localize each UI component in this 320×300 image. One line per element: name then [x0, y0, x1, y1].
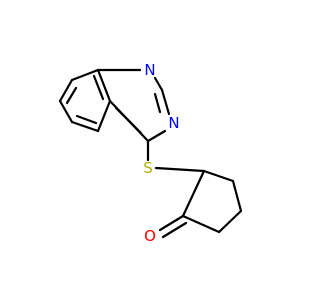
bond-c5-c4a — [96, 99, 112, 133]
bond-c5r-c1 — [181, 169, 206, 218]
bond-n3-c4 — [146, 129, 167, 143]
bond-c1-c2r — [202, 169, 235, 183]
atom-labels: N N S O — [143, 61, 179, 245]
bond-c4a-c8a-inner — [92, 74, 105, 101]
bonds — [58, 68, 243, 239]
bond-c4r-c5r — [181, 214, 221, 234]
bond-c7-c6 — [58, 99, 74, 124]
bond-c8-c7 — [58, 78, 74, 103]
bond-c2r-c3r — [231, 179, 243, 213]
nitrogen-3-label: N — [168, 114, 179, 132]
nitrogen-1-label: N — [144, 61, 155, 79]
bond-n1-c2 — [153, 76, 164, 92]
bond-c8a-c8 — [70, 68, 100, 82]
bond-c5r-o-second — [161, 221, 188, 239]
sulfur-label: S — [143, 159, 153, 177]
bond-c5r-o — [158, 214, 185, 232]
oxygen-label: O — [144, 227, 156, 245]
bond-c6-c5 — [70, 120, 100, 133]
bond-s-c1 — [154, 166, 206, 173]
bond-c2-n3-inner — [153, 92, 162, 114]
bond-c8-c7-inner — [65, 86, 78, 105]
chemical-structure-diagram: N N S O — [58, 61, 243, 245]
bond-c4-c4a-inner — [114, 106, 143, 135]
bond-c2-n3 — [160, 88, 171, 116]
bond-c3r-c4r — [217, 209, 243, 234]
bond-c4a-c8a — [96, 68, 112, 103]
bond-c6-c5-inner — [75, 114, 98, 125]
